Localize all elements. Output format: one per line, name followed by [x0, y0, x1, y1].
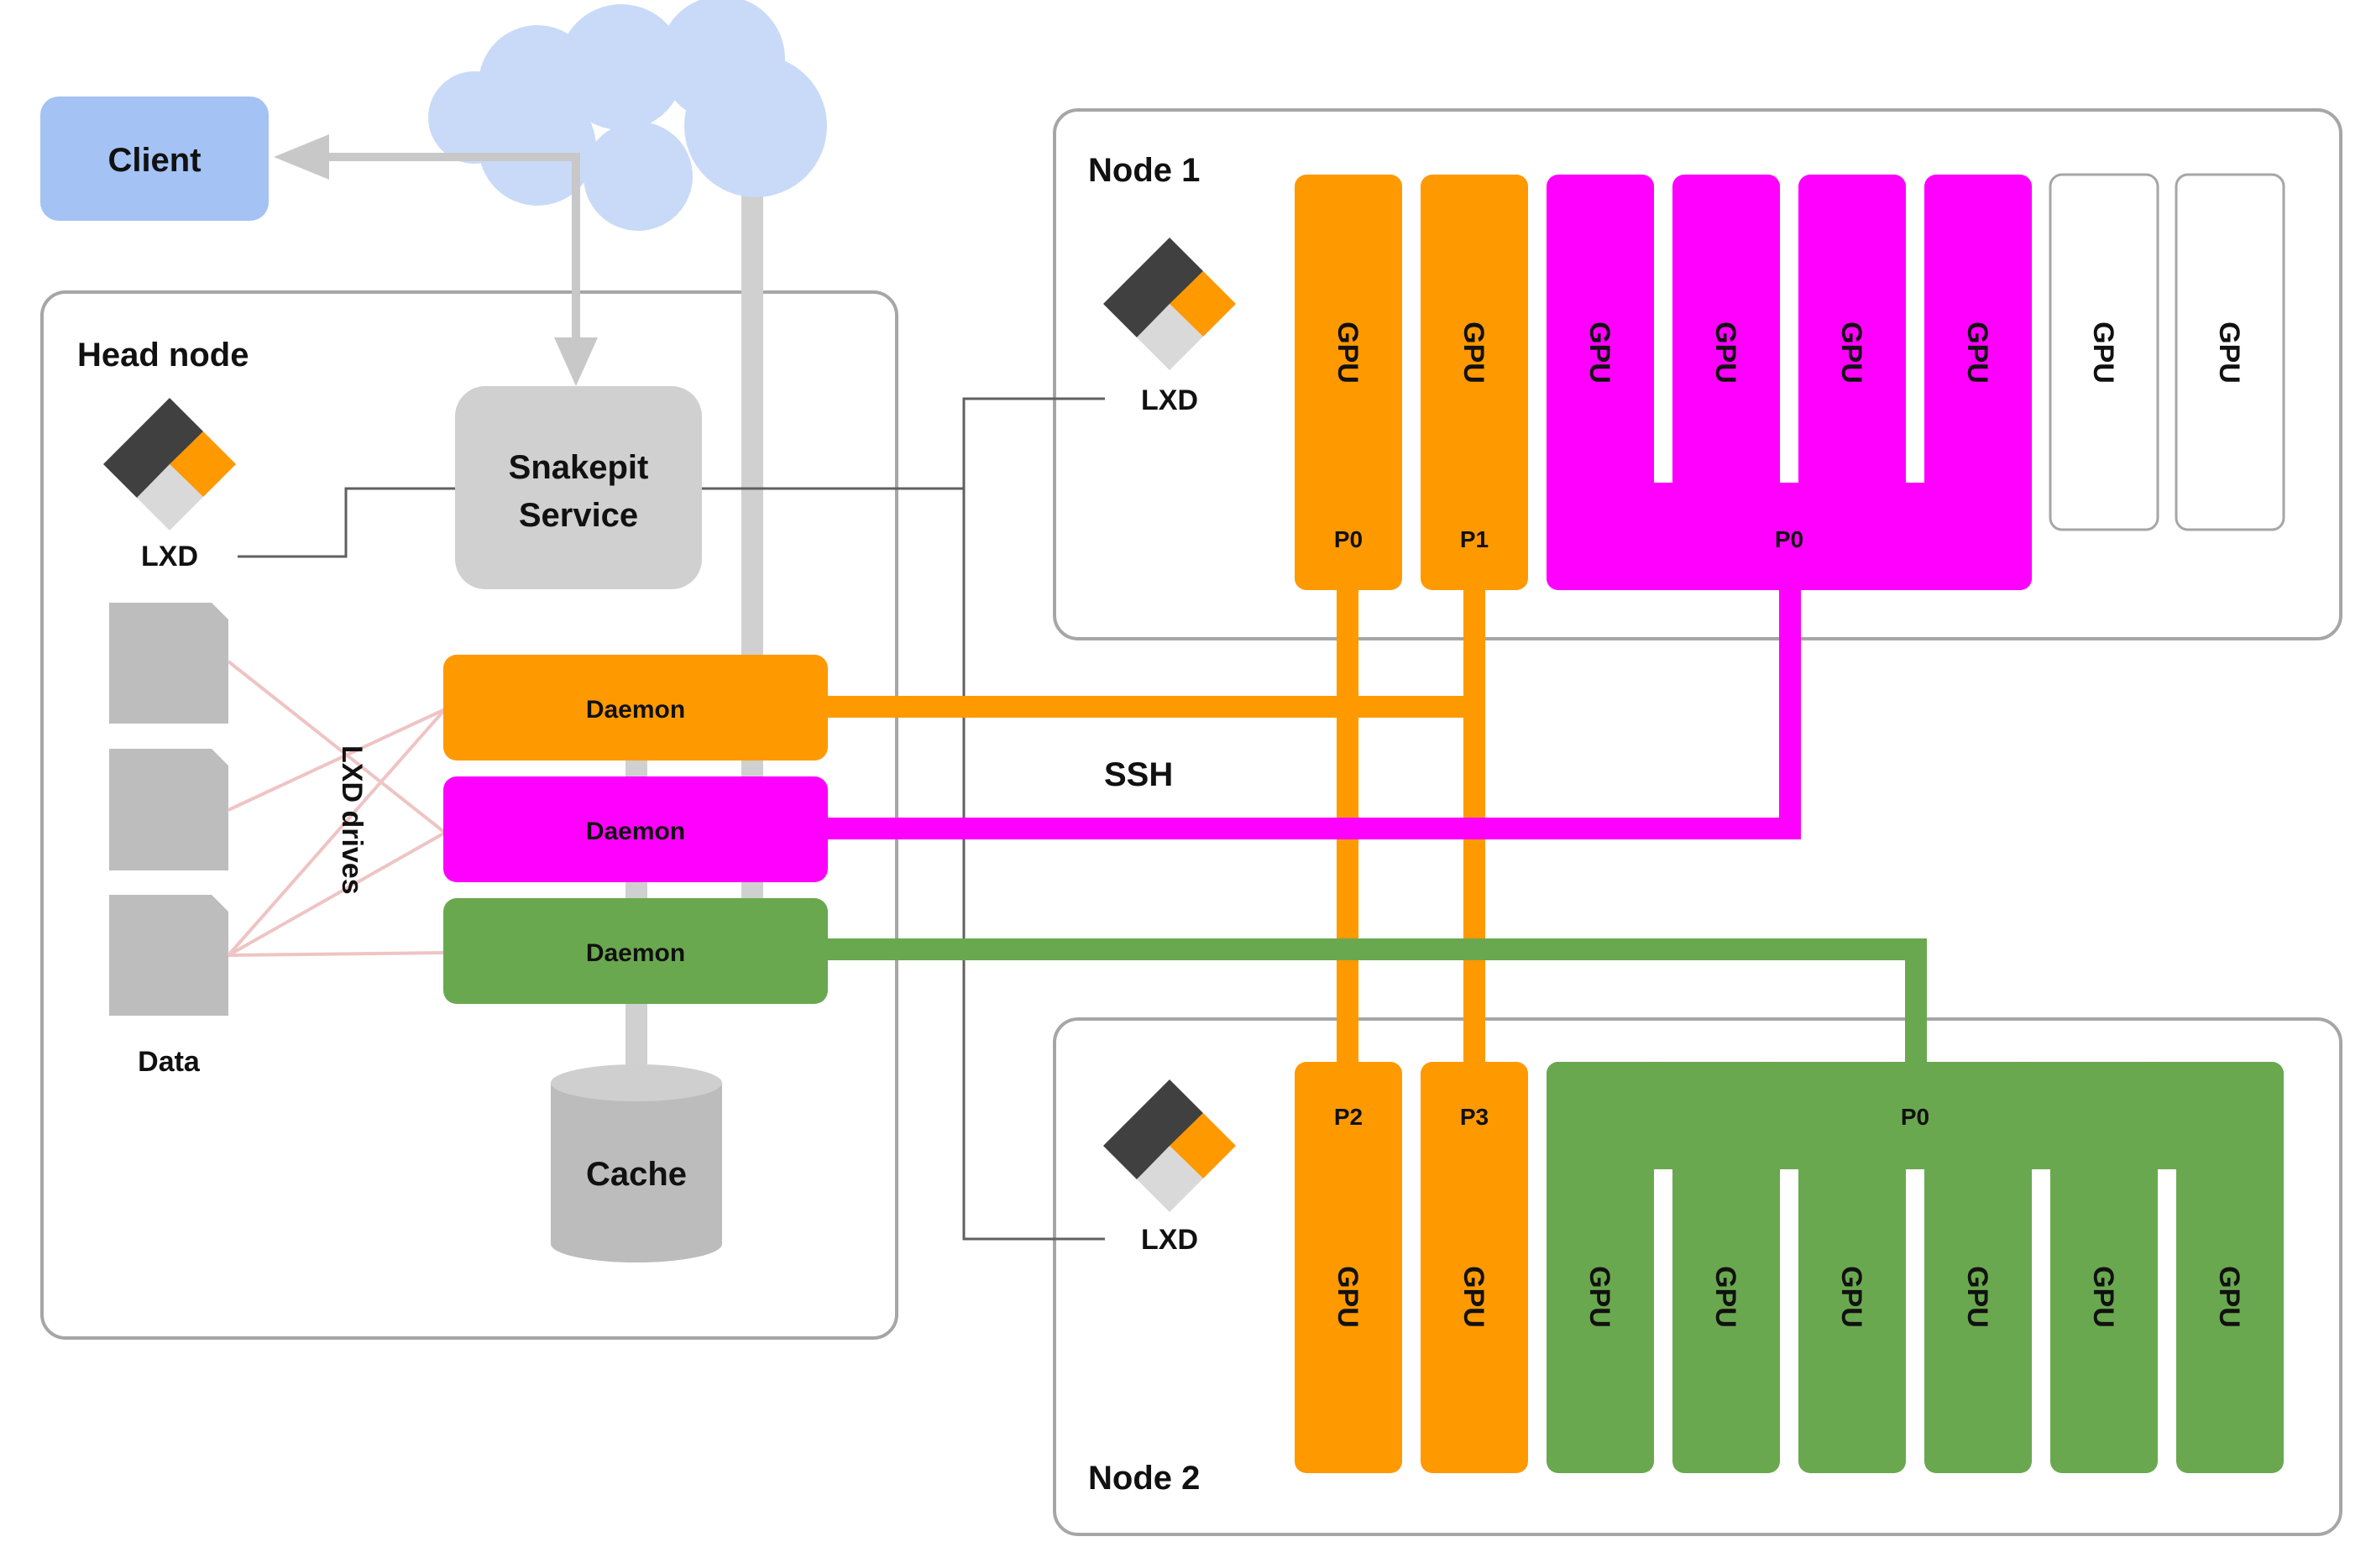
node2-lxd-label: LXD: [1141, 1224, 1198, 1256]
data-label: Data: [138, 1046, 201, 1078]
gpu-label: GPU: [1835, 321, 1867, 384]
snakepit-service-label-line2: Service: [519, 497, 638, 534]
ssh-label: SSH: [1104, 756, 1173, 793]
gpu-block-orange: [1421, 175, 1528, 590]
gpu-block-free: [2175, 173, 2285, 531]
daemon-orange: [443, 655, 828, 760]
lxd-icon: [1103, 1079, 1236, 1212]
partition-label: P3: [1460, 1104, 1489, 1130]
gpu-label: GPU: [2213, 321, 2245, 384]
node1-box: [1053, 108, 2342, 640]
node1-lxd-label: LXD: [1141, 384, 1198, 416]
lxd-icon: [1103, 238, 1236, 370]
client-connection-arrow: [274, 134, 598, 386]
snakepit-service-box: [455, 386, 702, 589]
gpu-label: GPU: [2087, 1266, 2119, 1328]
node2-title: Node 2: [1088, 1460, 1200, 1497]
partition-label: P0: [1775, 526, 1803, 552]
gpu-label: GPU: [1332, 321, 1363, 384]
daemon-label: Daemon: [586, 696, 685, 724]
magenta-job-connection: [827, 588, 1801, 839]
gpu-group-green: [1547, 1062, 2284, 1473]
partition-label: P1: [1460, 526, 1489, 552]
data-file-icon: [109, 749, 228, 870]
gpu-label: GPU: [1835, 1266, 1867, 1328]
node2-box: [1053, 1017, 2342, 1536]
client-label: Client: [107, 142, 201, 179]
gpu-label: GPU: [1458, 321, 1489, 384]
lxd-drive-links: [227, 660, 447, 957]
partition-label: P2: [1334, 1104, 1363, 1130]
gpu-label: GPU: [1709, 321, 1741, 384]
data-file-icon: [109, 603, 228, 724]
gpu-label: GPU: [1583, 321, 1615, 384]
green-job-connection: [827, 938, 1927, 1066]
gpu-block-orange: [1421, 1062, 1528, 1473]
lxd-icon: [103, 398, 236, 531]
gpu-label: GPU: [1961, 321, 1993, 384]
gpu-block-orange: [1295, 175, 1402, 590]
gpu-label: GPU: [1458, 1266, 1489, 1328]
head-lxd-label: LXD: [141, 541, 198, 572]
daemon-green: [443, 898, 828, 1004]
daemon-magenta: [443, 776, 828, 882]
data-file-icon: [109, 895, 228, 1016]
head-node-box: [40, 290, 898, 1340]
head-node-title: Head node: [77, 337, 249, 374]
snakepit-service-label-line1: Snakepit: [509, 449, 649, 486]
client-box: [40, 97, 269, 221]
cloud-icon: [428, 0, 827, 231]
node1-title: Node 1: [1088, 152, 1200, 189]
gpu-label: GPU: [2213, 1266, 2245, 1328]
daemon-label: Daemon: [586, 939, 685, 967]
gpu-block-orange: [1295, 1062, 1402, 1473]
gpu-label: GPU: [2087, 321, 2119, 384]
data-files: [109, 603, 228, 1016]
gpu-label: GPU: [1709, 1266, 1741, 1328]
partition-label: P0: [1334, 526, 1363, 552]
daemon-label: Daemon: [586, 818, 685, 845]
gpu-label: GPU: [1583, 1266, 1615, 1328]
gpu-label: GPU: [1332, 1266, 1363, 1328]
partition-label: P0: [1901, 1104, 1929, 1130]
gpu-group-magenta: [1547, 175, 2032, 590]
cache-label: Cache: [586, 1156, 687, 1193]
cache-icon: [551, 1064, 722, 1262]
lxd-drives-label: LXD drives: [336, 745, 368, 895]
gpu-block-free: [2049, 173, 2159, 531]
gpu-label: GPU: [1961, 1266, 1993, 1328]
